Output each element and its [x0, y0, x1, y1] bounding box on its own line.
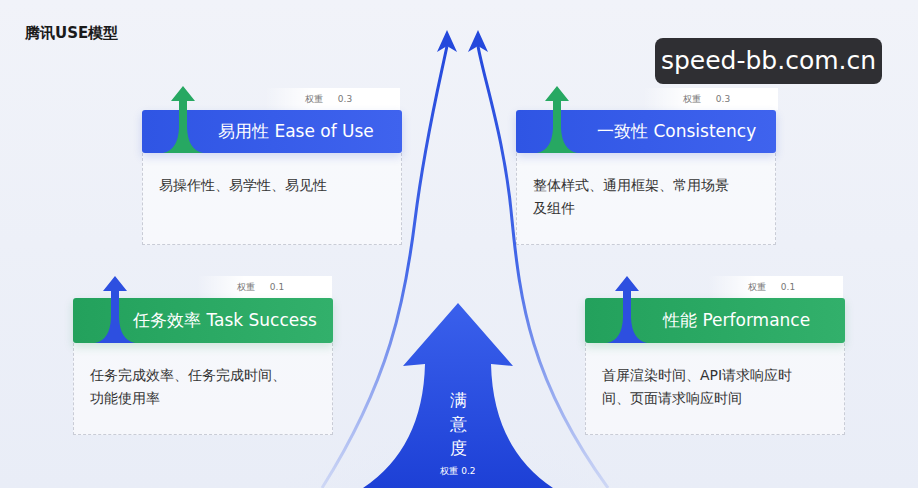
- weight-label: 权重 0.3: [305, 94, 352, 104]
- satisfaction-arrow: 满意度权重 0.2: [363, 298, 553, 488]
- weight-tag: 权重 0.3: [643, 88, 778, 110]
- weight-label: 权重 0.2: [363, 465, 553, 478]
- description-text: 易操作性、易学性、易见性: [159, 174, 387, 197]
- dimension-description: 首屏渲染时间、API请求响应时 间、页面请求响应时间: [585, 343, 845, 435]
- header-text: 任务效率 Task Success: [133, 309, 317, 332]
- header-text: 性能 Performance: [663, 309, 810, 332]
- arrow-head: [437, 30, 457, 52]
- header-text: 一致性 Consistency: [597, 120, 756, 143]
- description-text: 首屏渲染时间、API请求响应时 间、页面请求响应时间: [602, 364, 804, 410]
- dimension-header: 一致性 Consistency: [516, 110, 776, 153]
- description-text: 任务完成效率、任务完成时间、 功能使用率: [90, 364, 292, 410]
- dimension-description: 易操作性、易学性、易见性: [142, 153, 402, 245]
- arrow-outline: [363, 303, 553, 488]
- dimension-description: 整体样式、通用框架、常用场景 及组件: [516, 153, 776, 245]
- arrow-head: [468, 30, 488, 52]
- dimension-header: 易用性 Ease of Use: [142, 110, 402, 153]
- diagram-title: 腾讯USE模型: [25, 24, 118, 43]
- description-text: 整体样式、通用框架、常用场景 及组件: [533, 174, 733, 220]
- weight-label: 权重 0.1: [237, 282, 284, 292]
- weight-tag: 权重 0.3: [265, 88, 400, 110]
- header-text: 易用性 Ease of Use: [218, 120, 374, 143]
- weight-tag: 权重 0.1: [708, 276, 843, 298]
- weight-label: 权重 0.3: [683, 94, 730, 104]
- weight-label: 权重 0.1: [748, 282, 795, 292]
- dimension-header: 任务效率 Task Success: [73, 298, 333, 343]
- satisfaction-label: 满意度: [449, 388, 467, 460]
- weight-tag: 权重 0.1: [197, 276, 332, 298]
- dimension-header: 性能 Performance: [585, 298, 845, 343]
- watermark: speed-bb.com.cn: [655, 38, 882, 84]
- dimension-description: 任务完成效率、任务完成时间、 功能使用率: [73, 343, 333, 435]
